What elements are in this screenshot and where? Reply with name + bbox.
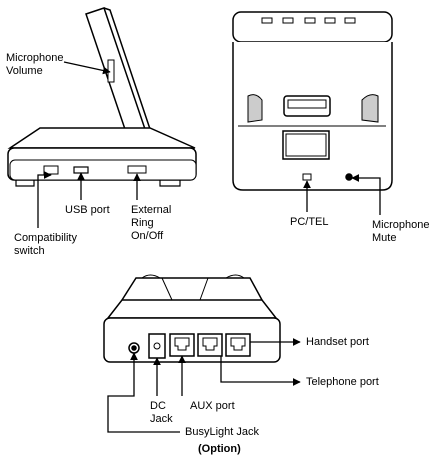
label-aux-port: AUX port <box>190 400 235 412</box>
label-dc-jack: DC Jack <box>150 400 173 425</box>
label-pc-tel: PC/TEL <box>290 216 329 228</box>
front-view-device <box>232 11 393 191</box>
label-microphone-volume: Microphone Volume <box>6 52 64 77</box>
side-view-device <box>7 7 197 187</box>
leader-lines <box>37 61 381 433</box>
label-option: (Option) <box>198 443 241 455</box>
label-handset-port: Handset port <box>306 336 369 348</box>
label-usb-port: USB port <box>65 204 110 216</box>
label-busylight: BusyLight Jack <box>185 426 259 438</box>
label-compatibility-switch: Compatibility switch <box>14 232 77 257</box>
back-view-device <box>103 274 281 363</box>
label-telephone-port: Telephone port <box>306 376 379 388</box>
label-external-ring: External Ring On/Off <box>131 204 172 242</box>
label-microphone-mute: Microphone Mute <box>372 219 430 244</box>
